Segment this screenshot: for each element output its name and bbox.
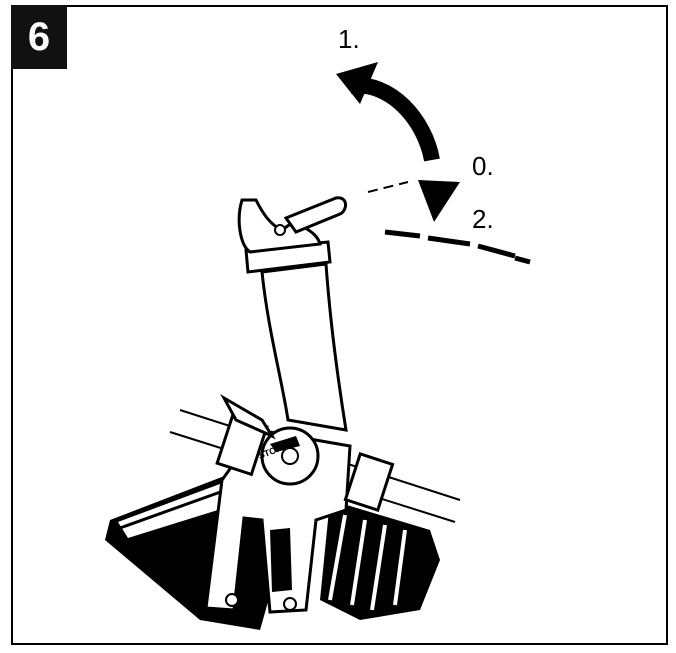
lever-arm xyxy=(239,198,346,430)
position-label-1: 1. xyxy=(338,24,360,54)
direction-arrow xyxy=(336,62,460,222)
position-label-0: 0. xyxy=(472,151,494,181)
arrow-head-down-icon xyxy=(418,180,460,222)
position-label-2: 2. xyxy=(472,204,494,234)
